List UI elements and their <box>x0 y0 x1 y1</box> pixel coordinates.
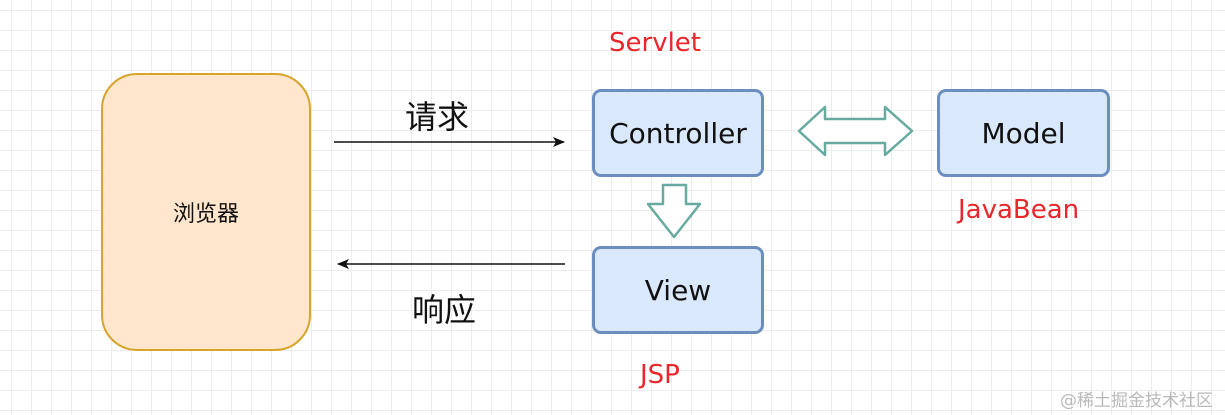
model-label: Model <box>981 116 1066 150</box>
controller-view-down-arrow <box>646 183 702 239</box>
view-label: View <box>644 273 712 307</box>
model-node: Model <box>937 89 1110 177</box>
controller-model-double-arrow <box>797 105 914 157</box>
jsp-label: JSP <box>640 360 680 390</box>
controller-node: Controller <box>592 89 764 177</box>
view-node: View <box>592 246 764 334</box>
servlet-label: Servlet <box>609 28 701 58</box>
javabean-label: JavaBean <box>958 195 1080 225</box>
browser-label: 浏览器 <box>172 202 239 227</box>
response-label: 响应 <box>412 291 477 329</box>
watermark-text: @稀土掘金技术社区 <box>1060 391 1213 411</box>
controller-label: Controller <box>609 116 747 150</box>
request-label: 请求 <box>405 98 470 136</box>
browser-node: 浏览器 <box>101 73 311 351</box>
